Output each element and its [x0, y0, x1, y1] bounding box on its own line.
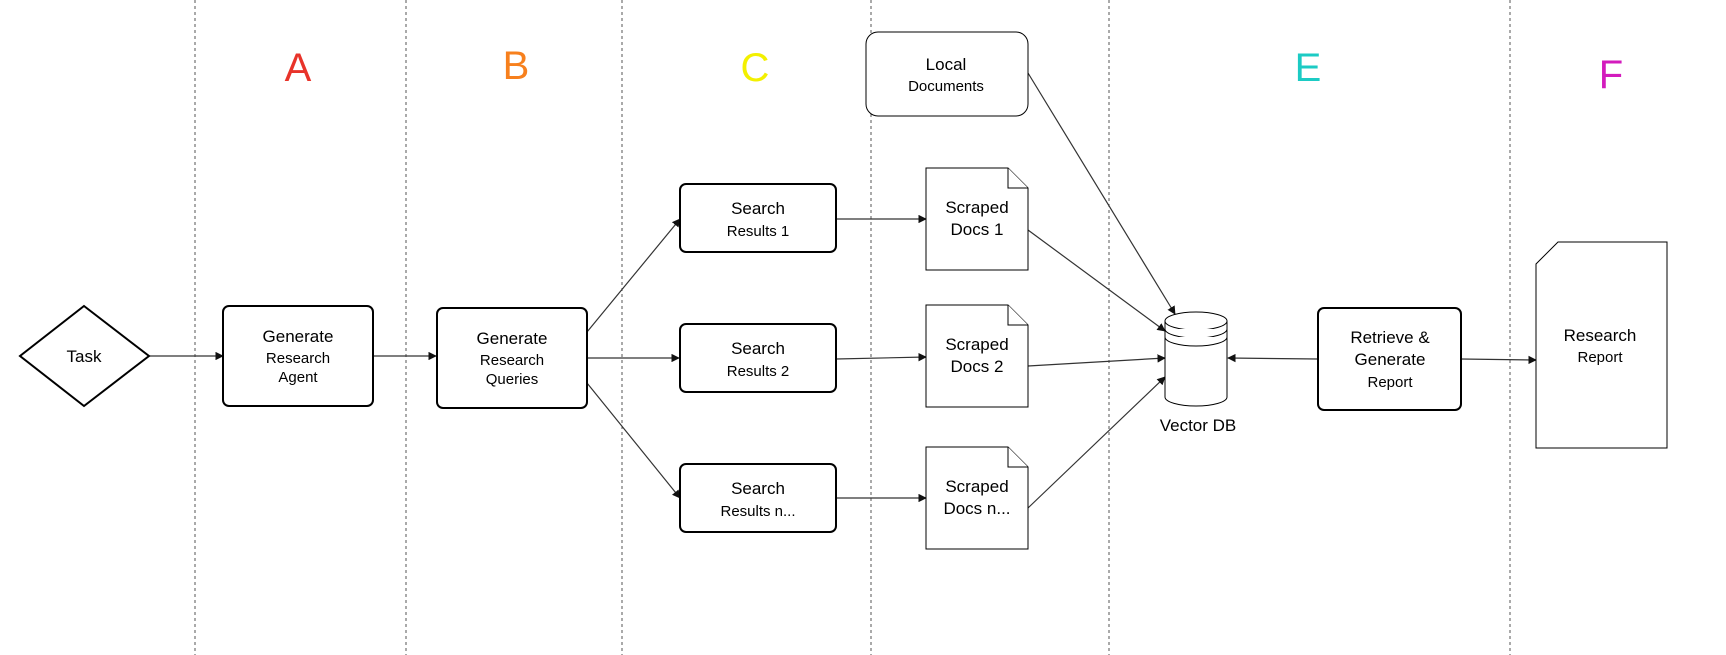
research-report-line-2: Report: [1577, 349, 1623, 366]
research-report-shape: [1535, 241, 1668, 449]
edge-scraped2-to-vectordb: [1027, 354, 1166, 367]
generate-research-agent-line-2: Research: [266, 350, 330, 367]
scraped-docs-1-shape: [925, 167, 1029, 271]
scraped-docs-1-line-1: Scraped: [945, 198, 1008, 217]
task-node[interactable]: Task: [18, 304, 151, 408]
generate-research-agent-node[interactable]: Generate Research Agent: [222, 305, 374, 407]
task-label: Task: [67, 347, 102, 366]
search-results-2-line-1: Search: [731, 339, 785, 358]
scraped-docs-2-fold: [1007, 305, 1028, 326]
generate-research-agent-box: [222, 305, 374, 407]
local-documents-line-2: Documents: [908, 78, 984, 95]
search-results-2-line-2: Results 2: [727, 363, 790, 380]
edge-retrieve-to-report: [1460, 355, 1537, 365]
vector-db-label: Vector DB: [1160, 416, 1237, 435]
lane-label-f: F: [1599, 53, 1623, 97]
edge-scrapedn-to-vectordb: [1027, 376, 1166, 509]
scraped-docs-2-shape: [925, 304, 1029, 408]
edges: [149, 72, 1537, 509]
scraped-docs-n-line-1: Scraped: [945, 477, 1008, 496]
local-documents-line-1: Local: [926, 55, 967, 74]
scraped-docs-2-line-2: Docs 2: [951, 357, 1004, 376]
retrieve-generate-report-box: [1317, 307, 1462, 411]
edge-queries-to-searchn: [586, 382, 681, 499]
vector-db-node[interactable]: Vector DB: [1160, 311, 1237, 435]
lane-dividers: [194, 0, 1511, 655]
search-results-1-line-1: Search: [731, 199, 785, 218]
research-report-node[interactable]: Research Report: [1535, 241, 1668, 449]
scraped-docs-n-line-2: Docs n...: [943, 499, 1010, 518]
local-documents-node[interactable]: Local Documents: [865, 31, 1029, 117]
scraped-docs-1-fold: [1007, 168, 1028, 189]
scraped-docs-1-line-2: Docs 1: [951, 220, 1004, 239]
search-results-n-node[interactable]: Search Results n...: [679, 463, 837, 533]
lane-label-b: B: [503, 44, 530, 88]
retrieve-generate-report-line-3: Report: [1367, 374, 1413, 391]
retrieve-generate-report-line-2: Generate: [1355, 350, 1426, 369]
search-results-n-line-2: Results n...: [720, 503, 795, 520]
lane-label-a: A: [285, 46, 312, 90]
edge-localdocs-to-vectordb: [1027, 72, 1176, 315]
search-results-n-box: [679, 463, 837, 533]
vector-db-cylinder-top: [1164, 311, 1228, 331]
scraped-docs-2-line-1: Scraped: [945, 335, 1008, 354]
research-report-line-1: Research: [1564, 326, 1637, 345]
search-results-1-line-2: Results 1: [727, 223, 790, 240]
generate-research-queries-line-2: Research: [480, 352, 544, 369]
edge-queries-to-search1: [586, 218, 681, 333]
search-results-2-box: [679, 323, 837, 393]
generate-research-queries-box: [436, 307, 588, 409]
search-results-2-node[interactable]: Search Results 2: [679, 323, 837, 393]
edge-scraped1-to-vectordb: [1027, 229, 1166, 332]
retrieve-generate-report-node[interactable]: Retrieve & Generate Report: [1317, 307, 1462, 411]
scraped-docs-1-node[interactable]: Scraped Docs 1: [925, 167, 1029, 271]
generate-research-queries-line-1: Generate: [477, 329, 548, 348]
edge-retrieve-to-vectordb: [1227, 353, 1319, 363]
search-results-1-node[interactable]: Search Results 1: [679, 183, 837, 253]
scraped-docs-n-shape: [925, 446, 1029, 550]
local-documents-box: [865, 31, 1029, 117]
scraped-docs-2-node[interactable]: Scraped Docs 2: [925, 304, 1029, 408]
generate-research-queries-line-3: Queries: [486, 371, 539, 388]
scraped-docs-n-fold: [1007, 447, 1028, 468]
generate-research-queries-node[interactable]: Generate Research Queries: [436, 307, 588, 409]
search-results-1-box: [679, 183, 837, 253]
generate-research-agent-line-3: Agent: [278, 369, 318, 386]
lane-label-c: C: [741, 46, 770, 90]
lane-label-e: E: [1295, 46, 1322, 90]
edge-search2-to-scraped2: [835, 352, 927, 362]
retrieve-generate-report-line-1: Retrieve &: [1350, 328, 1430, 347]
task-diamond-shape: [18, 304, 151, 408]
search-results-n-line-1: Search: [731, 479, 785, 498]
generate-research-agent-line-1: Generate: [263, 327, 334, 346]
scraped-docs-n-node[interactable]: Scraped Docs n...: [925, 446, 1029, 550]
vector-db-cylinder-ring-2: [1164, 336, 1228, 347]
